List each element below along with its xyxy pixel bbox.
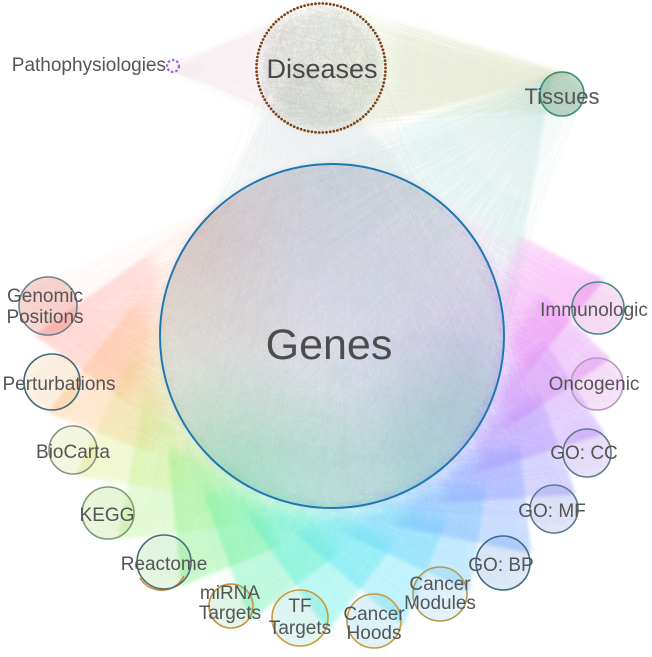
svg-text:Oncogenic: Oncogenic — [549, 374, 640, 395]
svg-text:Targets: Targets — [199, 603, 261, 624]
svg-text:miRNA: miRNA — [200, 583, 260, 604]
svg-text:Cancer: Cancer — [343, 604, 405, 625]
svg-text:GO: MF: GO: MF — [518, 501, 586, 522]
svg-text:Modules: Modules — [404, 593, 476, 614]
svg-text:Diseases: Diseases — [266, 54, 377, 84]
svg-text:Reactome: Reactome — [121, 554, 208, 575]
svg-text:GO: CC: GO: CC — [550, 443, 618, 464]
svg-text:BioCarta: BioCarta — [36, 442, 110, 463]
svg-text:Genes: Genes — [266, 321, 393, 369]
svg-text:Perturbations: Perturbations — [2, 374, 115, 395]
svg-text:Pathophysiologies: Pathophysiologies — [12, 55, 166, 76]
svg-text:Tissues: Tissues — [525, 84, 600, 109]
svg-text:Immunologic: Immunologic — [540, 300, 648, 321]
svg-text:Genomic: Genomic — [7, 286, 83, 307]
svg-text:Positions: Positions — [6, 307, 83, 328]
svg-text:GO: BP: GO: BP — [468, 555, 533, 576]
svg-text:Cancer: Cancer — [409, 574, 471, 595]
svg-text:KEGG: KEGG — [80, 505, 135, 526]
svg-text:Targets: Targets — [269, 618, 331, 639]
svg-text:Hoods: Hoods — [347, 623, 402, 644]
svg-text:TF: TF — [288, 596, 311, 617]
